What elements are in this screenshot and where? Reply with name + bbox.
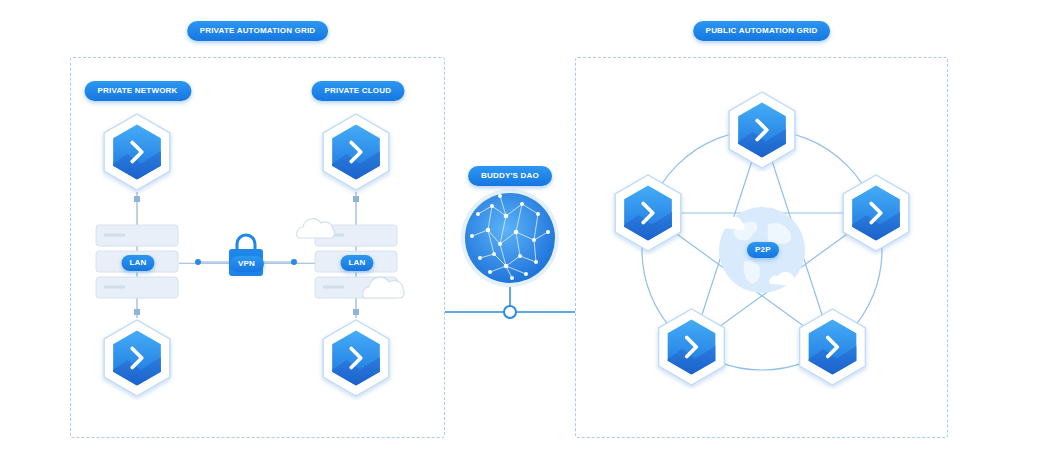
connector-line: [558, 311, 575, 313]
connector-line: [179, 263, 230, 264]
hex-node: [104, 114, 170, 190]
dao-network: [470, 194, 550, 280]
label-pill: PUBLIC AUTOMATION GRID: [693, 21, 831, 41]
dao-network: [478, 204, 538, 216]
dao-network: [476, 212, 480, 216]
lan-stack: LAN: [316, 226, 398, 299]
hex-node: [104, 320, 170, 396]
server-stack: [104, 234, 125, 237]
section-pill: PRIVATE NETWORK: [85, 81, 192, 101]
lan-stack: LAN: [97, 226, 179, 299]
lan-wire: [134, 196, 140, 202]
cloud-shape: [297, 219, 405, 298]
dao-network: [490, 266, 526, 274]
hex-node: [615, 175, 681, 251]
label-pill: PRIVATE NETWORK: [85, 81, 192, 101]
dao-network: [472, 196, 548, 278]
dao-network: [498, 242, 502, 246]
dao-group: BUDDY'S DAO: [462, 166, 558, 326]
dao-network: [470, 234, 474, 238]
vpn-lock: [229, 249, 263, 276]
hex-node: [615, 92, 909, 385]
label-pill: BUDDY'S DAO: [468, 166, 552, 186]
hex-node: [843, 175, 909, 251]
dao-network: [480, 254, 536, 266]
lan-wire: [353, 309, 359, 315]
dao-network: [490, 204, 494, 208]
label-pill: VPN: [230, 256, 264, 272]
dao-network: [461, 189, 559, 287]
server-stack: [96, 225, 397, 298]
dao-network: [536, 212, 540, 216]
dao-network: [488, 270, 492, 274]
server-stack: [323, 286, 344, 289]
dao-network: [500, 216, 512, 278]
dao-network: [510, 276, 514, 280]
grid-panel: PRIVATE AUTOMATION GRIDPRIVATE NETWORKPR…: [70, 57, 445, 438]
dao-network: [498, 194, 502, 198]
p2p-pill: P2P: [747, 242, 779, 258]
dao-network: [534, 260, 538, 264]
globe: [769, 272, 796, 286]
dao-network: [504, 306, 516, 318]
label-pill: P2P: [747, 242, 779, 258]
dao-network: [520, 202, 524, 206]
dao-network: [478, 256, 482, 260]
hex-node: [659, 309, 725, 385]
label-pill: PRIVATE CLOUD: [312, 81, 405, 101]
lan-wire: [134, 309, 140, 315]
vpn-lock: [291, 259, 297, 265]
vpn-lock: [237, 235, 255, 250]
globe: [719, 207, 805, 293]
hex-node: [323, 320, 389, 396]
server-stack: [104, 286, 125, 289]
server-stack: [315, 251, 397, 272]
lan-wire: [353, 196, 359, 202]
server-stack: [96, 225, 178, 246]
hex-node: [104, 114, 389, 396]
globe: [744, 261, 761, 284]
cloud-shape: [363, 277, 405, 298]
label-pill: LAN: [340, 255, 373, 271]
label-pill: PRIVATE AUTOMATION GRID: [187, 21, 329, 41]
globe: [719, 217, 744, 230]
vpn-lock: [195, 235, 297, 276]
dao-network: [509, 287, 511, 306]
cloud-shape: [297, 219, 335, 238]
label-pill: LAN: [121, 255, 154, 271]
dao-network: [472, 230, 548, 244]
server-stack: [96, 251, 178, 272]
dao-network: [518, 254, 522, 258]
dao-network: [461, 189, 559, 318]
connector-line: [445, 311, 462, 313]
vpn-lock: [195, 259, 201, 265]
grid-panel: PUBLIC AUTOMATION GRIDP2P: [575, 57, 948, 438]
hex-node: [800, 309, 866, 385]
dao-network: [546, 230, 550, 234]
dao-network: [534, 214, 538, 262]
dao-network: [514, 230, 519, 235]
dao-network: [504, 264, 509, 269]
dao-network: [532, 238, 536, 242]
dao-network: [492, 252, 496, 256]
dao-network: [465, 193, 555, 283]
dao-network: [486, 228, 491, 233]
hex-node: [729, 92, 795, 168]
globe: [719, 207, 805, 293]
server-stack: [96, 277, 178, 298]
vpn-lock: VPN: [230, 256, 264, 272]
dao-network: [524, 272, 528, 276]
dao-network: [500, 196, 506, 216]
dao-network: [504, 214, 509, 219]
section-pill: PRIVATE CLOUD: [312, 81, 405, 101]
hex-node: [323, 114, 389, 190]
connector-line: [264, 263, 316, 264]
